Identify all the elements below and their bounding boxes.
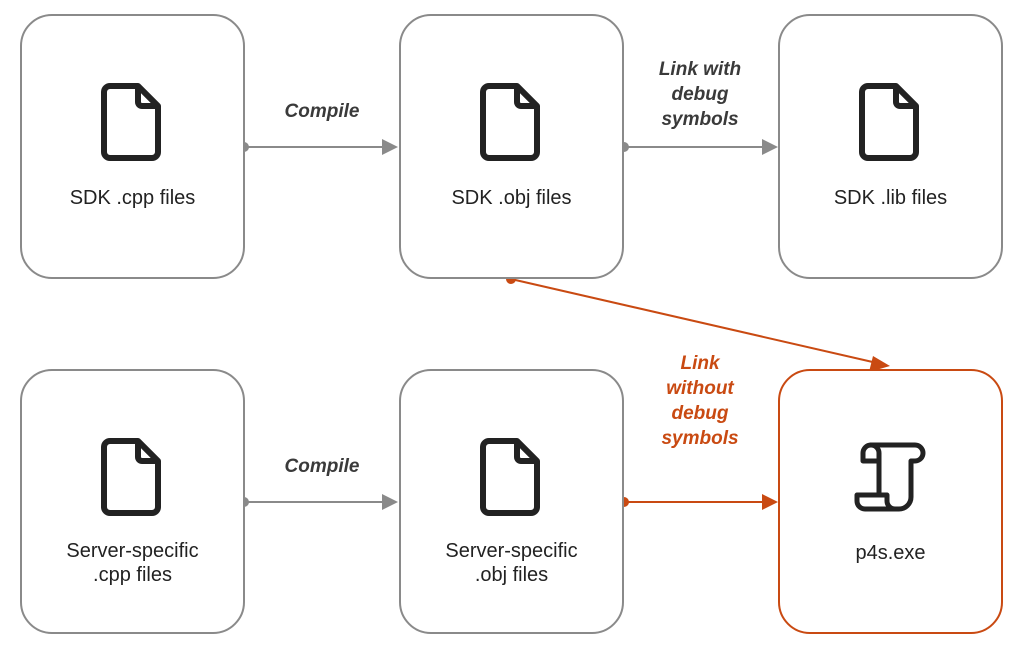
edge-label-link-with-debug: Link with debug symbols (658, 59, 742, 130)
file-icon (479, 438, 540, 516)
file-icon (858, 83, 919, 161)
node-label: Server-specific .cpp files (66, 540, 199, 586)
file-icon (100, 438, 161, 516)
node-label: p4s.exe (855, 542, 926, 564)
node-label: SDK .cpp files (69, 187, 196, 209)
script-scroll-icon (854, 442, 925, 512)
file-icon (100, 83, 161, 161)
edge-label-compile-bottom: Compile (284, 456, 360, 477)
node-p4s-exe: p4s.exe (778, 369, 1003, 634)
arrow-compile-bottom (239, 494, 398, 510)
node-label: Server-specific .obj files (445, 540, 578, 586)
file-icon (479, 83, 540, 161)
node-sdk-lib-files: SDK .lib files (778, 14, 1003, 279)
node-sdk-obj-files: SDK .obj files (399, 14, 624, 279)
node-server-cpp-files: Server-specific .cpp files (20, 369, 245, 634)
node-label: SDK .lib files (833, 187, 948, 209)
node-label: SDK .obj files (451, 187, 572, 209)
edge-label-compile-top: Compile (284, 101, 360, 122)
arrow-link-without-debug (619, 494, 778, 510)
edge-label-link-without-debug: Link without debug symbols (661, 353, 739, 449)
arrow-compile-top (239, 139, 398, 155)
node-server-obj-files: Server-specific .obj files (399, 369, 624, 634)
node-sdk-cpp-files: SDK .cpp files (20, 14, 245, 279)
arrow-link-with-debug (619, 139, 778, 155)
